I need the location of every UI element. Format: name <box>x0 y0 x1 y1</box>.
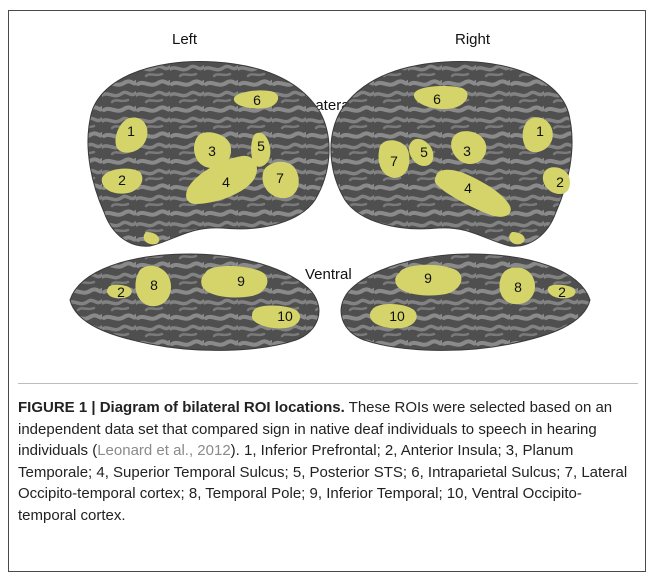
roi-label-l1: 1 <box>127 123 135 139</box>
left-ventral-hemisphere: 2 8 9 10 <box>69 253 320 351</box>
figure-caption: FIGURE 1 | Diagram of bilateral ROI loca… <box>18 397 638 526</box>
roi-l6 <box>233 90 279 109</box>
roi-l-pole <box>143 232 160 245</box>
roi-l5 <box>251 132 271 167</box>
roi-r3 <box>451 131 487 164</box>
roi-label-rv2: 2 <box>558 284 566 300</box>
roi-label-r2: 2 <box>556 174 564 190</box>
roi-label-lv9: 9 <box>237 273 245 289</box>
roi-rv8 <box>499 267 536 305</box>
label-left: Left <box>172 31 198 48</box>
roi-label-r1: 1 <box>536 123 544 139</box>
roi-l3 <box>194 132 232 169</box>
roi-label-rv9: 9 <box>424 270 432 286</box>
caption-text-2: ). 1, Inferior Prefrontal; 2, Anterior I… <box>18 442 628 524</box>
caption-text-1: These ROIs were selected based on an ind… <box>18 399 613 459</box>
roi-label-lv10: 10 <box>277 308 293 324</box>
roi-label-lv8: 8 <box>150 277 158 293</box>
roi-label-l3: 3 <box>208 143 216 159</box>
brain-figure: Left Right Lateral Ventral 1 2 3 4 5 6 7… <box>69 31 591 351</box>
roi-l7 <box>262 161 299 199</box>
roi-label-l7: 7 <box>276 170 284 186</box>
roi-label-rv8: 8 <box>514 279 522 295</box>
citation-link[interactable]: Leonard et al., 2012 <box>97 442 231 459</box>
roi-r7 <box>378 140 410 178</box>
left-lateral-hemisphere: 1 2 3 4 5 6 7 <box>87 61 330 247</box>
roi-r2 <box>542 167 570 194</box>
roi-label-l2: 2 <box>118 172 126 188</box>
roi-lv10 <box>252 305 301 329</box>
roi-label-r5: 5 <box>420 144 428 160</box>
roi-label-l4: 4 <box>222 174 230 190</box>
roi-label-lv2: 2 <box>117 284 125 300</box>
right-lateral-hemisphere: 1 2 3 4 5 6 7 <box>330 61 573 247</box>
caption-divider <box>18 383 638 384</box>
roi-label-l6: 6 <box>253 92 261 108</box>
roi-r5 <box>408 138 434 166</box>
roi-l2 <box>101 168 143 194</box>
label-ventral: Ventral <box>305 266 352 283</box>
roi-l1 <box>115 117 148 153</box>
roi-label-r4: 4 <box>464 180 472 196</box>
right-ventral-hemisphere: 2 8 9 10 <box>340 253 591 351</box>
roi-lv8 <box>135 265 172 307</box>
roi-r6 <box>413 86 468 110</box>
roi-label-r3: 3 <box>463 143 471 159</box>
roi-label-r6: 6 <box>433 91 441 107</box>
roi-lv2 <box>106 284 132 299</box>
roi-label-r7: 7 <box>390 153 398 169</box>
roi-rv10 <box>370 304 417 329</box>
roi-lv9 <box>201 266 268 298</box>
roi-r1 <box>522 117 553 153</box>
roi-l4 <box>186 155 257 204</box>
roi-rv9 <box>395 264 462 296</box>
roi-rv2 <box>547 284 576 299</box>
label-right: Right <box>455 31 491 48</box>
figure-label: FIGURE 1 | Diagram of bilateral ROI loca… <box>18 399 345 416</box>
roi-r4 <box>434 169 511 217</box>
roi-r-pole <box>509 232 525 245</box>
roi-label-rv10: 10 <box>389 308 405 324</box>
roi-label-l5: 5 <box>257 138 265 154</box>
